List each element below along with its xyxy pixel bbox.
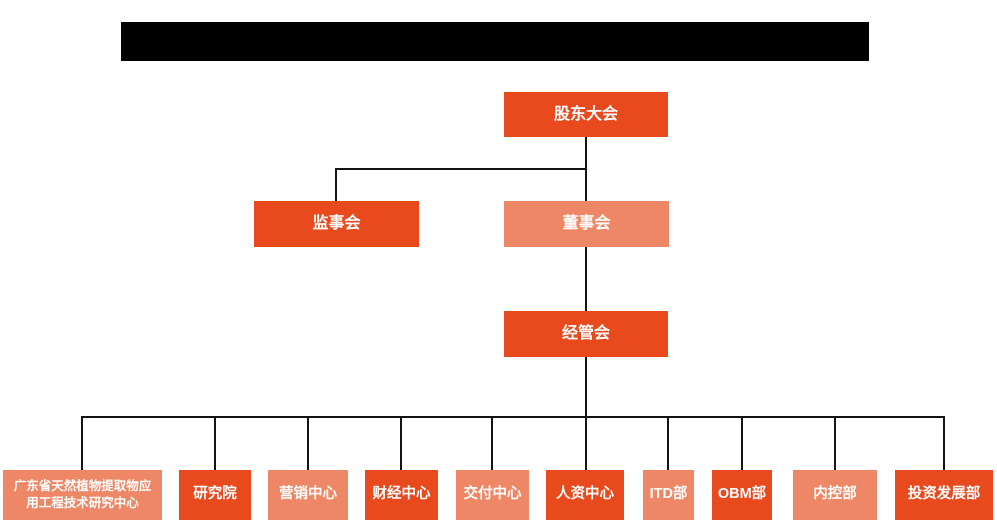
- org-node-label: OBM部: [717, 486, 767, 503]
- org-node-internal-control-dept: 内控部: [793, 470, 877, 520]
- connector-l4-branch: [81, 416, 945, 418]
- connector-dept-stub: [585, 416, 587, 471]
- org-node-management-committee: 经管会: [504, 311, 668, 357]
- connector-dept-stub: [491, 416, 493, 471]
- org-node-obm-dept: OBM部: [712, 470, 772, 520]
- connector-l4-trunk: [585, 356, 587, 418]
- org-node-label: 营销中心: [279, 486, 337, 503]
- connector-supervisory-stub: [335, 168, 337, 202]
- connector-dept-stub: [81, 416, 83, 471]
- org-node-label: 交付中心: [463, 486, 522, 503]
- org-node-itd-dept: ITD部: [643, 470, 694, 520]
- org-node-supervisory-board: 监事会: [254, 201, 419, 247]
- org-node-shareholders-meeting: 股东大会: [504, 92, 668, 137]
- connector-dept-stub: [741, 416, 743, 471]
- org-node-investment-development-dept: 投资发展部: [895, 470, 993, 520]
- connector-l1-trunk: [585, 136, 587, 170]
- org-node-label: 广东省天然植物提取物应用工程技术研究中心: [13, 479, 152, 510]
- connector-l2-branch: [335, 168, 587, 170]
- org-node-label: 经管会: [561, 325, 610, 343]
- org-node-label: 人资中心: [556, 486, 614, 503]
- org-node-hr-center: 人资中心: [546, 470, 624, 520]
- org-node-label: 研究院: [193, 486, 237, 503]
- org-node-label: 监事会: [312, 215, 361, 233]
- org-node-research-center: 广东省天然植物提取物应用工程技术研究中心: [3, 470, 162, 520]
- connector-board-stub: [585, 168, 587, 202]
- connector-dept-stub: [943, 416, 945, 471]
- connector-dept-stub: [834, 416, 836, 471]
- org-node-finance-center: 财经中心: [365, 470, 438, 520]
- org-node-marketing-center: 营销中心: [268, 470, 348, 520]
- org-node-research-institute: 研究院: [179, 470, 251, 520]
- connector-dept-stub: [667, 416, 669, 471]
- connector-dept-stub: [400, 416, 402, 471]
- org-node-board-of-directors: 董事会: [504, 201, 669, 247]
- connector-dept-stub: [214, 416, 216, 471]
- org-node-label: 投资发展部: [907, 486, 981, 503]
- org-node-label: 内控部: [813, 486, 857, 503]
- org-node-label: 财经中心: [372, 486, 431, 503]
- org-node-delivery-center: 交付中心: [456, 470, 529, 520]
- org-node-label: ITD部: [649, 486, 688, 503]
- redacted-title-bar: [121, 22, 869, 61]
- connector-dept-stub: [307, 416, 309, 471]
- org-node-label: 股东大会: [553, 105, 618, 123]
- connector-l3-trunk: [585, 246, 587, 312]
- org-node-label: 董事会: [562, 215, 611, 233]
